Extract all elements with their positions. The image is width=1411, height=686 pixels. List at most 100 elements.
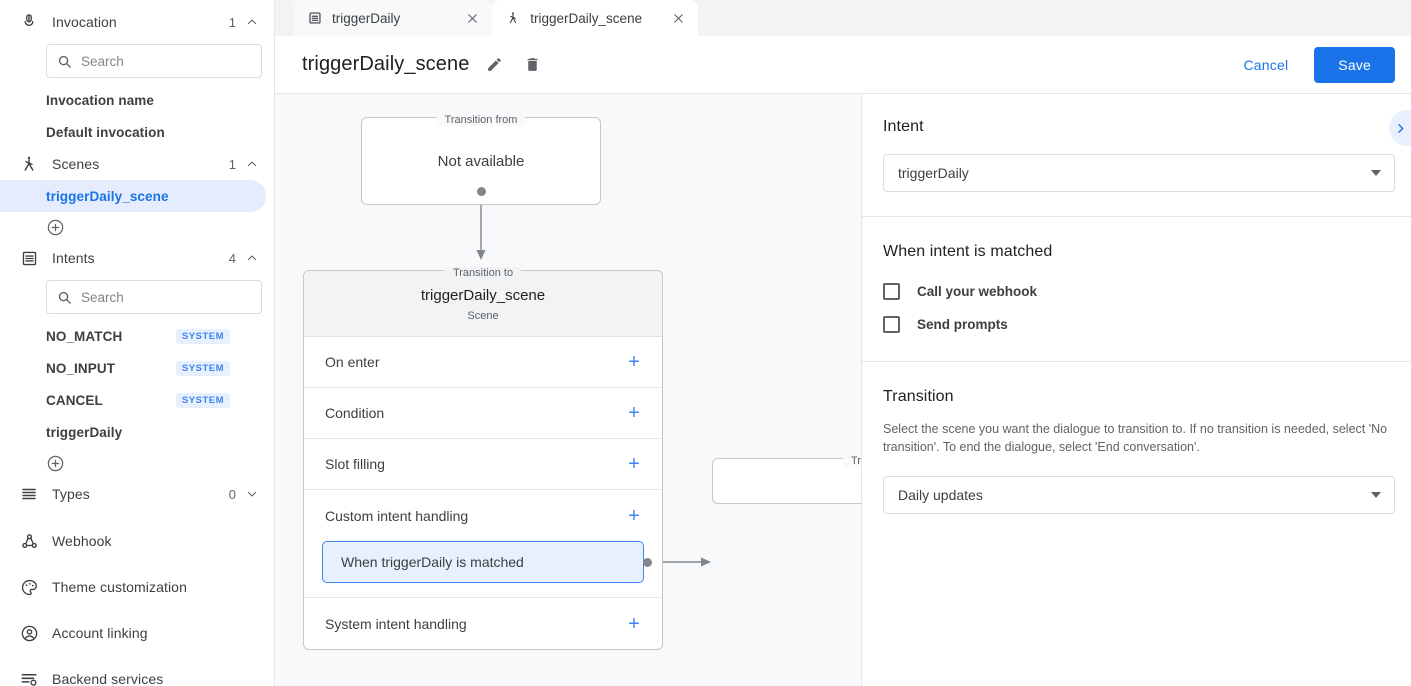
tab-triggerdaily-scene[interactable]: triggerDaily_scene [492,0,699,36]
checkbox-call-your-webhook[interactable] [883,283,900,300]
add-intent-row [0,448,274,478]
sidebar-section-invocation[interactable]: Invocation 1 [0,6,274,38]
save-button[interactable]: Save [1314,46,1395,83]
sidebar-section-intents[interactable]: Intents 4 [0,242,274,274]
sidebar-section-types[interactable]: Types 0 [0,478,274,510]
connector-dot-from [477,187,486,196]
intent-select[interactable]: triggerDaily [883,154,1395,192]
intent-handler-chip[interactable]: When triggerDaily is matched [322,541,644,583]
trash-icon[interactable] [524,56,541,73]
page-title: triggerDaily_scene [302,53,470,75]
status-badge: SYSTEM [175,392,230,408]
sidebar-section-count: 4 [228,250,236,266]
checkbox-row-call-webhook[interactable]: Call your webhook [883,283,1395,300]
sidebar-item-default-invocation[interactable]: Default invocation [0,116,274,148]
sidebar-section-label: Intents [52,250,95,266]
scene-row-label: Custom intent handling [325,507,469,524]
scene-icon [506,11,520,25]
chevron-up-icon [246,252,258,264]
sidebar-item-intent-cancel[interactable]: CANCEL SYSTEM [0,384,274,416]
transition-target-node[interactable]: Tr Dail [712,455,861,504]
add-icon[interactable]: + [628,351,640,373]
sidebar-section-label: Invocation [52,14,117,30]
search-placeholder: Search [81,53,124,69]
sidebar-item-label: Default invocation [46,124,165,140]
account-circle-icon [18,622,40,644]
content-body: Transition from Not available Transition… [275,94,1411,686]
sidebar-item-intent-no-match[interactable]: NO_MATCH SYSTEM [0,320,274,352]
invocation-search-wrap: Search [0,38,274,84]
checkbox-label: Send prompts [917,317,1008,332]
panel-heading-when-matched: When intent is matched [883,243,1053,260]
transition-from-value: Not available [437,152,525,170]
transition-from-legend: Transition from [362,110,600,128]
scene-row-label: Slot filling [325,456,385,472]
main-area: triggerDaily triggerDaily_scene [275,0,1411,686]
sidebar-item-account-linking[interactable]: Account linking [0,617,274,649]
chevron-down-icon [1371,170,1381,176]
scene-row-condition[interactable]: Condition + [304,388,662,439]
sidebar-item-label: triggerDaily_scene [46,188,169,204]
scene-row-custom-intent-handling[interactable]: Custom intent handling + [304,490,662,541]
sidebar-item-webhook[interactable]: Webhook [0,525,274,557]
pencil-icon[interactable] [486,56,503,73]
add-icon[interactable]: + [628,504,640,527]
sidebar-section-scenes[interactable]: Scenes 1 [0,148,274,180]
search-icon [57,290,72,305]
microphone-icon [18,11,40,33]
scene-graph-canvas[interactable]: Transition from Not available Transition… [275,94,862,686]
close-icon[interactable] [670,10,686,26]
page-header: triggerDaily_scene Cancel Save [275,36,1411,94]
close-icon[interactable] [464,10,480,26]
intents-search-wrap: Search [0,274,274,320]
sidebar-item-label: Webhook [52,533,112,549]
custom-intent-handlers: When triggerDaily is matched [304,541,662,598]
scene-node-header: triggerDaily_scene Scene [304,271,662,337]
sidebar-item-intent-no-input[interactable]: NO_INPUT SYSTEM [0,352,274,384]
add-icon[interactable]: + [628,453,640,475]
scene-row-label: Condition [325,405,385,421]
tab-label: triggerDaily_scene [530,10,643,26]
sidebar-item-invocation-name[interactable]: Invocation name [0,84,274,116]
scene-row-label: System intent handling [325,615,467,632]
scene-node-type: Scene [467,310,499,322]
scene-row-system-intent-handling[interactable]: System intent handling + [304,598,662,649]
intent-select-value: triggerDaily [898,165,969,181]
sidebar-item-intent-triggerdaily[interactable]: triggerDaily [0,416,274,448]
add-icon[interactable]: + [628,612,640,635]
scene-node[interactable]: Transition to triggerDaily_scene Scene O… [303,267,663,650]
cancel-button[interactable]: Cancel [1230,49,1303,81]
chevron-right-icon[interactable] [1389,110,1411,146]
search-input-intents[interactable]: Search [46,280,262,314]
legend-text: Tr [843,455,861,467]
sidebar-item-theme-customization[interactable]: Theme customization [0,571,274,603]
sidebar-item-backend-services[interactable]: Backend services [0,663,274,686]
search-input-invocation[interactable]: Search [46,44,262,78]
connector-dot-handler [643,558,652,567]
add-circle-icon[interactable] [46,218,65,237]
sidebar-section-count: 1 [228,156,236,172]
checkbox-row-send-prompts[interactable]: Send prompts [883,316,1395,333]
add-scene-row [0,212,274,242]
checkbox-label: Call your webhook [917,284,1038,299]
checkbox-send-prompts[interactable] [883,316,900,333]
backend-services-icon [18,668,40,686]
add-circle-icon[interactable] [46,454,65,473]
scene-branch-icon [18,153,40,175]
status-badge: SYSTEM [175,328,230,344]
sidebar-item-label: Invocation name [46,92,155,108]
transition-select[interactable]: Daily updates [883,476,1395,515]
scene-row-label: On enter [325,354,380,370]
sidebar-item-scene-triggerdaily-scene[interactable]: triggerDaily_scene [0,180,266,212]
tab-triggerdaily[interactable]: triggerDaily [294,0,493,36]
scene-node-name: triggerDaily_scene [420,287,546,304]
add-icon[interactable]: + [628,402,640,424]
scene-row-on-enter[interactable]: On enter + [304,337,662,388]
sidebar-item-label: CANCEL [46,392,103,408]
sidebar-section-count: 1 [228,14,236,30]
tab-bar: triggerDaily triggerDaily_scene [275,0,1411,36]
left-sidebar: Invocation 1 Search Invocation name Defa… [0,0,275,686]
scene-row-slot-filling[interactable]: Slot filling + [304,439,662,490]
sidebar-item-label: NO_INPUT [46,360,116,376]
